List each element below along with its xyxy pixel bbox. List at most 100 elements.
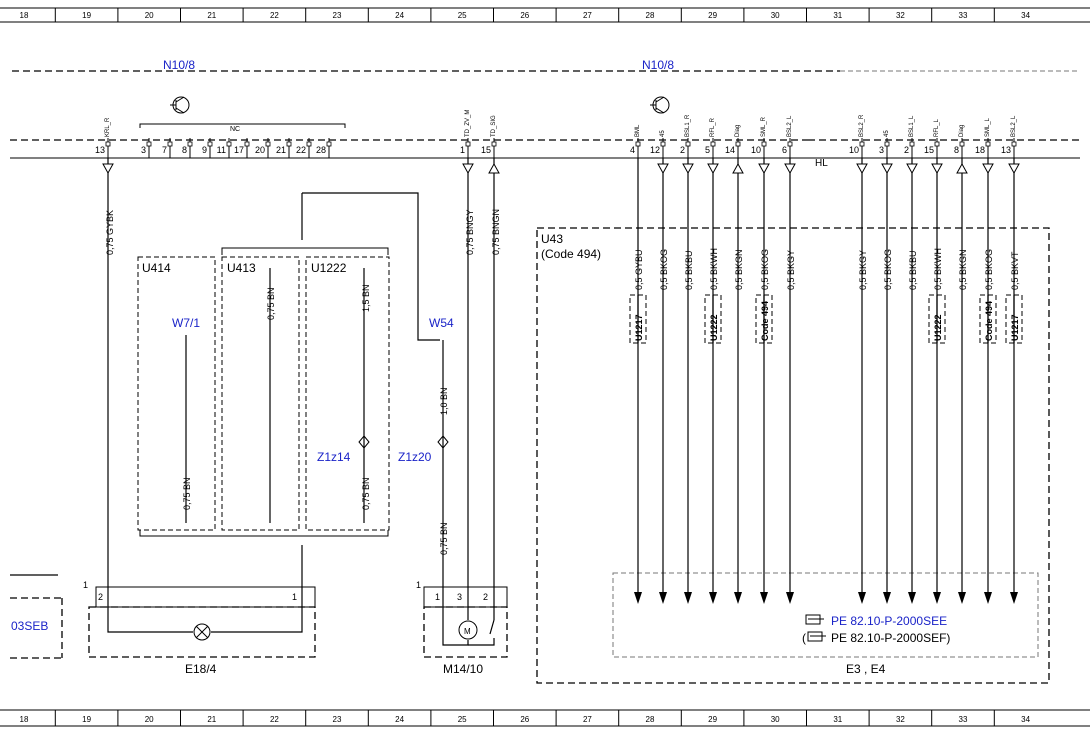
grid-column-label: 30: [771, 715, 780, 724]
pin-signal: Diag: [959, 125, 965, 137]
grid-column-label: 21: [207, 11, 216, 20]
pin-signal: SML_L: [985, 117, 991, 137]
arrow-down-icon: [462, 163, 474, 175]
pin-signal: BML: [635, 124, 641, 137]
pin-number: 2: [680, 145, 685, 155]
wire-tag[interactable]: U1217: [1010, 314, 1020, 341]
motor-icon: M: [458, 620, 478, 640]
n10-8-label-left[interactable]: N10/8: [163, 58, 195, 72]
m14-10-label[interactable]: M14/10: [443, 662, 483, 676]
wire-label-u413: 0,75 BN: [266, 287, 276, 320]
u43-wire: 0,5 BKGY: [786, 175, 796, 604]
arrow-down-icon: [1008, 163, 1020, 175]
arrow-down-icon: [709, 592, 717, 604]
ref-note-2[interactable]: ( PE 82.10-P-2000SEF): [802, 631, 950, 645]
z1z14-label[interactable]: Z1z14: [317, 450, 351, 464]
e18-4-component: 1 2 1 E18/4: [83, 580, 316, 676]
hl-label: HL: [815, 158, 828, 169]
u43-wire: 0,5 BKGN: [958, 175, 968, 604]
wire-label: 0,5 BKOG: [883, 249, 893, 290]
pin-number: 28: [316, 145, 326, 155]
e3-e4-label[interactable]: E3 , E4: [846, 662, 886, 676]
pin-number: 1: [460, 145, 465, 155]
m14-pin-1: 1: [435, 592, 440, 602]
grid-column-label: 32: [896, 715, 905, 724]
wire-label-u1222-top: 1,5 BN: [361, 284, 371, 312]
wire-tag[interactable]: Code 494: [760, 301, 770, 341]
grid-column-label: 28: [646, 715, 655, 724]
arrow-down-icon: [984, 592, 992, 604]
arrow-down-icon: [659, 592, 667, 604]
motor-label: M: [464, 627, 471, 636]
arrow-down-icon: [906, 163, 918, 175]
wire-label-m14: 0,75 BN: [439, 522, 449, 555]
nc-label: NC: [230, 126, 240, 133]
w54-wire: W54 1,0 BN Z1z20 0,75 BN: [398, 316, 454, 600]
lamp-icon: [193, 623, 211, 641]
pin-number: 13: [1001, 145, 1011, 155]
wire-label: 0,5 BKGN: [734, 249, 744, 290]
u43-wire: 0,5 BKBU: [684, 175, 694, 604]
td-zv-wire: 0,75 BNGY: [465, 175, 475, 600]
ref-note-1[interactable]: PE 82.10-P-2000SEE: [805, 614, 947, 628]
u43-wire: 0,5 BKOG: [659, 175, 669, 604]
wire-tag[interactable]: U1222: [933, 314, 943, 341]
wire-tag[interactable]: U1217: [634, 314, 644, 341]
grid-column-label: 20: [145, 715, 154, 724]
u43-wire: 0,5 BKWH U1222: [704, 175, 722, 604]
e18-pin-2: 2: [98, 592, 103, 602]
connector-pin: 3: [141, 138, 152, 158]
grid-column-label: 18: [20, 715, 29, 724]
arrow-down-icon: [982, 163, 994, 175]
transistor-icon: [650, 96, 670, 114]
n10-8-label-right[interactable]: N10/8: [642, 58, 674, 72]
seb-ref-label[interactable]: 03SEB: [11, 619, 48, 633]
arrow-up-icon: [488, 162, 500, 174]
wire-label: 0,5 BKWH: [709, 248, 719, 290]
e18-pin-corner: 1: [83, 580, 88, 590]
z1z20-label[interactable]: Z1z20: [398, 450, 432, 464]
wire-tag[interactable]: Code 494: [984, 301, 994, 341]
u413-label: U413: [227, 261, 256, 275]
arrow-down-icon: [657, 163, 669, 175]
arrow-down-icon: [881, 163, 893, 175]
pin-signal: SML_R: [761, 116, 767, 137]
wire-label: 0,5 BKOG: [659, 249, 669, 290]
pin-number: 10: [849, 145, 859, 155]
arrow-down-icon: [858, 592, 866, 604]
grid-column-label: 19: [82, 715, 91, 724]
ref-2[interactable]: PE 82.10-P-2000SEF): [831, 631, 950, 645]
grid-column-label: 29: [708, 11, 717, 20]
u43-wire: 0,5 BKGN: [734, 175, 744, 604]
pin-signal: BSL2_L: [1011, 115, 1017, 137]
connector-pin: 8: [182, 138, 193, 158]
grid-column-label: 32: [896, 11, 905, 20]
w7-1-label[interactable]: W7/1: [172, 316, 200, 330]
grid-column-label: 20: [145, 11, 154, 20]
grid-column-label: 26: [520, 715, 529, 724]
grid-column-label: 25: [458, 715, 467, 724]
ref-1[interactable]: PE 82.10-P-2000SEE: [831, 614, 947, 628]
wire-tag[interactable]: U1222: [709, 314, 719, 341]
grid-column-label: 19: [82, 11, 91, 20]
connector-pin: 9: [202, 138, 213, 158]
wire-label-u1222-bot: 0,75 BN: [361, 477, 371, 510]
m14-pin-3: 3: [457, 592, 462, 602]
arrow-down-icon: [931, 163, 943, 175]
arrow-down-icon: [634, 592, 642, 604]
seb-fragment: 03SEB: [10, 574, 63, 659]
arrow-up-icon: [732, 162, 744, 174]
w54-label[interactable]: W54: [429, 316, 454, 330]
pin-number: 5: [705, 145, 710, 155]
e18-4-label[interactable]: E18/4: [185, 662, 217, 676]
pin-number: 12: [650, 145, 660, 155]
